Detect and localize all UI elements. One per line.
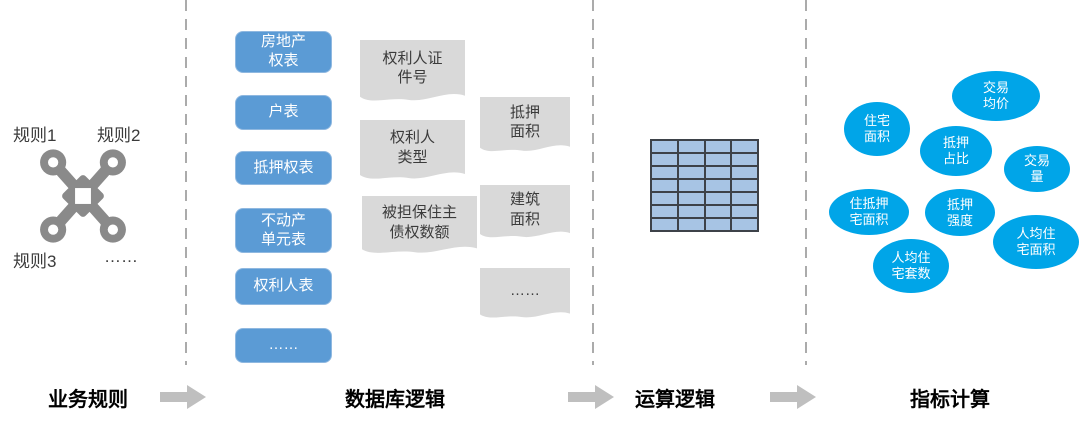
indicator-ellipse: 住宅 面积 (844, 102, 910, 156)
field-document: 被担保住主 债权数额 (362, 196, 477, 258)
rules-network-icon (27, 147, 139, 250)
grid-cell (732, 180, 757, 191)
field-document: 权利人 类型 (360, 120, 465, 184)
field-document: 建筑 面积 (480, 185, 570, 242)
grid-cell (652, 206, 677, 217)
grid-cell (705, 219, 731, 230)
grid-cell (732, 167, 757, 178)
grid-cell (732, 219, 757, 230)
indicator-ellipse: 人均住 宅套数 (873, 239, 949, 293)
field-label: 抵押 面积 (509, 103, 540, 141)
grid-cell (705, 154, 731, 165)
field-label: 建筑 面积 (509, 191, 540, 228)
grid-cell (652, 193, 677, 204)
grid-cell (678, 154, 704, 165)
document-shape-icon (480, 268, 570, 318)
indicator-ellipse: 抵押 强度 (925, 189, 995, 236)
stage-label-compute-logic: 运算逻辑 (635, 389, 715, 411)
grid-cell (678, 180, 704, 191)
grid-cell (678, 167, 704, 178)
stage-label-indicator-calculation: 指标计算 (910, 389, 990, 411)
grid-cell (705, 167, 731, 178)
db-table-box: 抵押权表 (235, 151, 332, 185)
rule-label: 规则2 (97, 126, 141, 145)
grid-cell (652, 219, 677, 230)
indicator-ellipse: 抵押 占比 (920, 126, 992, 176)
grid-cell (678, 141, 704, 152)
document-shape-icon (360, 120, 465, 179)
field-document: 权利人证 件号 (360, 40, 465, 106)
db-table-box: 房地产 权表 (235, 31, 332, 73)
db-table-box: …… (235, 328, 332, 363)
section-divider (805, 0, 807, 365)
field-label: 被担保住主 债权数额 (381, 204, 457, 241)
field-document: …… (480, 268, 570, 322)
right-arrow-icon (160, 385, 206, 414)
rule-label: 规则1 (13, 126, 57, 145)
rule-label: …… (104, 247, 138, 266)
grid-cell (732, 154, 757, 165)
section-divider (185, 0, 187, 365)
document-shape-icon (480, 185, 570, 238)
field-label: 权利人证 件号 (382, 49, 443, 87)
document-shape-icon (480, 97, 570, 152)
right-arrow-icon (568, 385, 614, 414)
right-arrow-icon (770, 385, 816, 414)
grid-cell (652, 141, 677, 152)
grid-cell (652, 154, 677, 165)
grid-cell (678, 206, 704, 217)
db-table-box: 不动产 单元表 (235, 208, 332, 253)
indicator-ellipse: 人均住 宅面积 (993, 215, 1079, 269)
field-label: …… (510, 282, 540, 300)
grid-cell (652, 180, 677, 191)
document-shape-icon (360, 40, 465, 101)
document-shape-icon (362, 196, 477, 253)
field-label: 权利人 类型 (389, 129, 435, 166)
db-table-box: 户表 (235, 95, 332, 130)
stage-label-database-logic: 数据库逻辑 (345, 389, 445, 411)
rule-label: 规则3 (13, 252, 57, 271)
compute-grid (650, 139, 759, 232)
indicator-ellipse: 住抵押 宅面积 (829, 189, 909, 235)
grid-cell (705, 180, 731, 191)
grid-cell (705, 193, 731, 204)
grid-cell (732, 193, 757, 204)
grid-cell (652, 167, 677, 178)
section-divider (592, 0, 594, 365)
stage-label-business-rules: 业务规则 (48, 389, 128, 411)
grid-cell (732, 141, 757, 152)
grid-cell (705, 206, 731, 217)
field-document: 抵押 面积 (480, 97, 570, 156)
grid-cell (732, 206, 757, 217)
indicator-ellipse: 交易 量 (1004, 146, 1070, 192)
grid-cell (678, 219, 704, 230)
grid-cell (705, 141, 731, 152)
grid-cell (678, 193, 704, 204)
db-table-box: 权利人表 (235, 268, 332, 305)
indicator-ellipse: 交易 均价 (952, 71, 1040, 121)
